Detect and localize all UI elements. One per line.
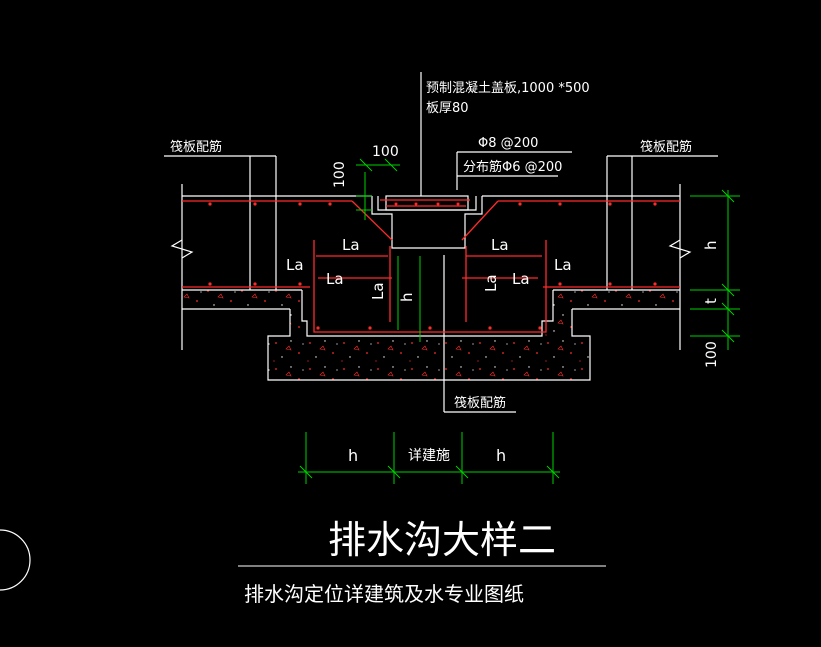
h-center-label: h xyxy=(398,292,416,302)
drawing-title: 排水沟大样二 xyxy=(328,518,556,562)
h-bottom-left: h xyxy=(348,446,358,465)
rebar-spec-main: Φ8 @200 xyxy=(478,136,538,151)
la-vertical-right: La xyxy=(482,274,500,292)
h-bottom-right: h xyxy=(496,446,506,465)
la-lower-right: La xyxy=(512,270,530,288)
raft-rebar-label-bottom: 筏板配筋 xyxy=(454,395,506,411)
dimension-100-top: 100 xyxy=(372,144,399,160)
rebar-dots xyxy=(208,202,657,330)
rebar-lines xyxy=(182,199,680,333)
raft-rebar-label-left: 筏板配筋 xyxy=(170,139,222,155)
structure-outline xyxy=(164,72,718,413)
raft-rebar-label-right: 筏板配筋 xyxy=(640,139,692,155)
h-right-dimension: h xyxy=(702,240,720,250)
dimension-100-right: 100 xyxy=(704,341,720,368)
cover-slab-label-line1: 预制混凝土盖板,1000 *500 xyxy=(426,80,590,96)
annotations: 预制混凝土盖板,1000 *500 板厚80 筏板配筋 筏板配筋 筏板配筋 Φ8… xyxy=(170,80,720,606)
dimension-100-left: 100 xyxy=(332,161,348,188)
dimension-lines xyxy=(298,158,740,484)
la-vertical-left: La xyxy=(369,282,387,300)
la-left: La xyxy=(286,256,304,274)
cover-slab-label-line2: 板厚80 xyxy=(426,101,469,116)
la-upper-right: La xyxy=(491,236,509,254)
t-right-dimension: t xyxy=(702,298,720,304)
section-marker-arc xyxy=(0,529,31,591)
detail-reference-bottom: 详建施 xyxy=(408,448,450,464)
la-right: La xyxy=(554,256,572,274)
la-upper-left: La xyxy=(342,236,360,254)
la-lower-left: La xyxy=(326,270,344,288)
blinding-concrete-layer xyxy=(182,290,680,380)
rebar-spec-distribution: 分布筋Φ6 @200 xyxy=(463,159,562,175)
drawing-note: 排水沟定位详建筑及水专业图纸 xyxy=(244,582,524,606)
